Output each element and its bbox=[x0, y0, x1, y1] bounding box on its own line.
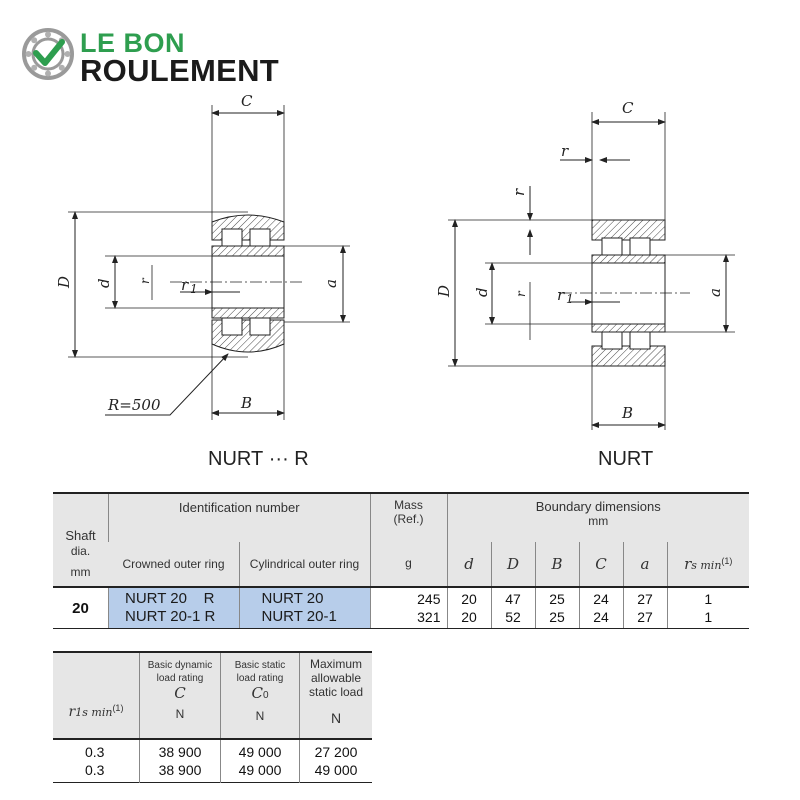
col-D: D bbox=[490, 542, 535, 587]
col-C: C bbox=[578, 542, 623, 587]
diagram-nurt bbox=[448, 112, 735, 430]
shaft-value: 20 bbox=[53, 586, 109, 629]
label-C-left: C bbox=[241, 92, 253, 110]
label-d-left: d bbox=[95, 278, 113, 288]
label-B-left: B bbox=[240, 394, 252, 412]
label-D-right: D bbox=[435, 285, 453, 298]
model-title-nurt-r: NURT ··· R bbox=[208, 448, 309, 470]
logo-line1: LE BON bbox=[80, 28, 186, 58]
label-r1-left: r bbox=[181, 276, 189, 294]
label-R500: R=500 bbox=[107, 396, 161, 414]
col-B: B bbox=[534, 542, 579, 587]
label-r1-right: r bbox=[557, 286, 565, 304]
crowned-header: Crowned outer ring bbox=[122, 557, 225, 571]
label-C-right: C bbox=[622, 99, 634, 117]
dimensions-table: Shaft dia. mm Identification number Mass… bbox=[53, 492, 749, 629]
label-D-left: D bbox=[55, 276, 73, 289]
model-title-nurt: NURT bbox=[598, 448, 654, 470]
label-r-side-right: r bbox=[510, 188, 528, 196]
ident-header: Identification number bbox=[108, 493, 370, 542]
label-r1-sub-right: 1 bbox=[566, 292, 574, 306]
col-a: a bbox=[622, 542, 667, 587]
label-a-right: a bbox=[706, 288, 724, 297]
diagram-nurt-r bbox=[68, 105, 350, 420]
bearing-check-icon bbox=[22, 28, 74, 80]
logo-line2: ROULEMENT bbox=[80, 53, 280, 88]
shaft-header: Shaft dia. mm bbox=[65, 528, 96, 579]
label-r1-vertical-left: r bbox=[138, 277, 152, 284]
r1s-header: r1s min(1) bbox=[68, 703, 124, 720]
brand-logo[interactable]: LE BON ROULEMENT bbox=[22, 26, 302, 88]
label-r1-sub-left: 1 bbox=[190, 282, 198, 296]
cylindrical-header: Cylindrical outer ring bbox=[238, 542, 370, 587]
label-r-top-right: r bbox=[561, 142, 569, 160]
label-a-left: a bbox=[322, 279, 340, 288]
label-r1-vertical-right: r bbox=[514, 290, 528, 297]
bearing-drawings: C D d r r 1 a B R=500 bbox=[55, 92, 735, 430]
col-rs: rs min(1) bbox=[666, 542, 749, 587]
mass-header: Mass(Ref.) g bbox=[369, 493, 447, 587]
label-d-right: d bbox=[473, 287, 491, 297]
col-d: d bbox=[446, 542, 491, 587]
label-B-right: B bbox=[621, 404, 633, 422]
